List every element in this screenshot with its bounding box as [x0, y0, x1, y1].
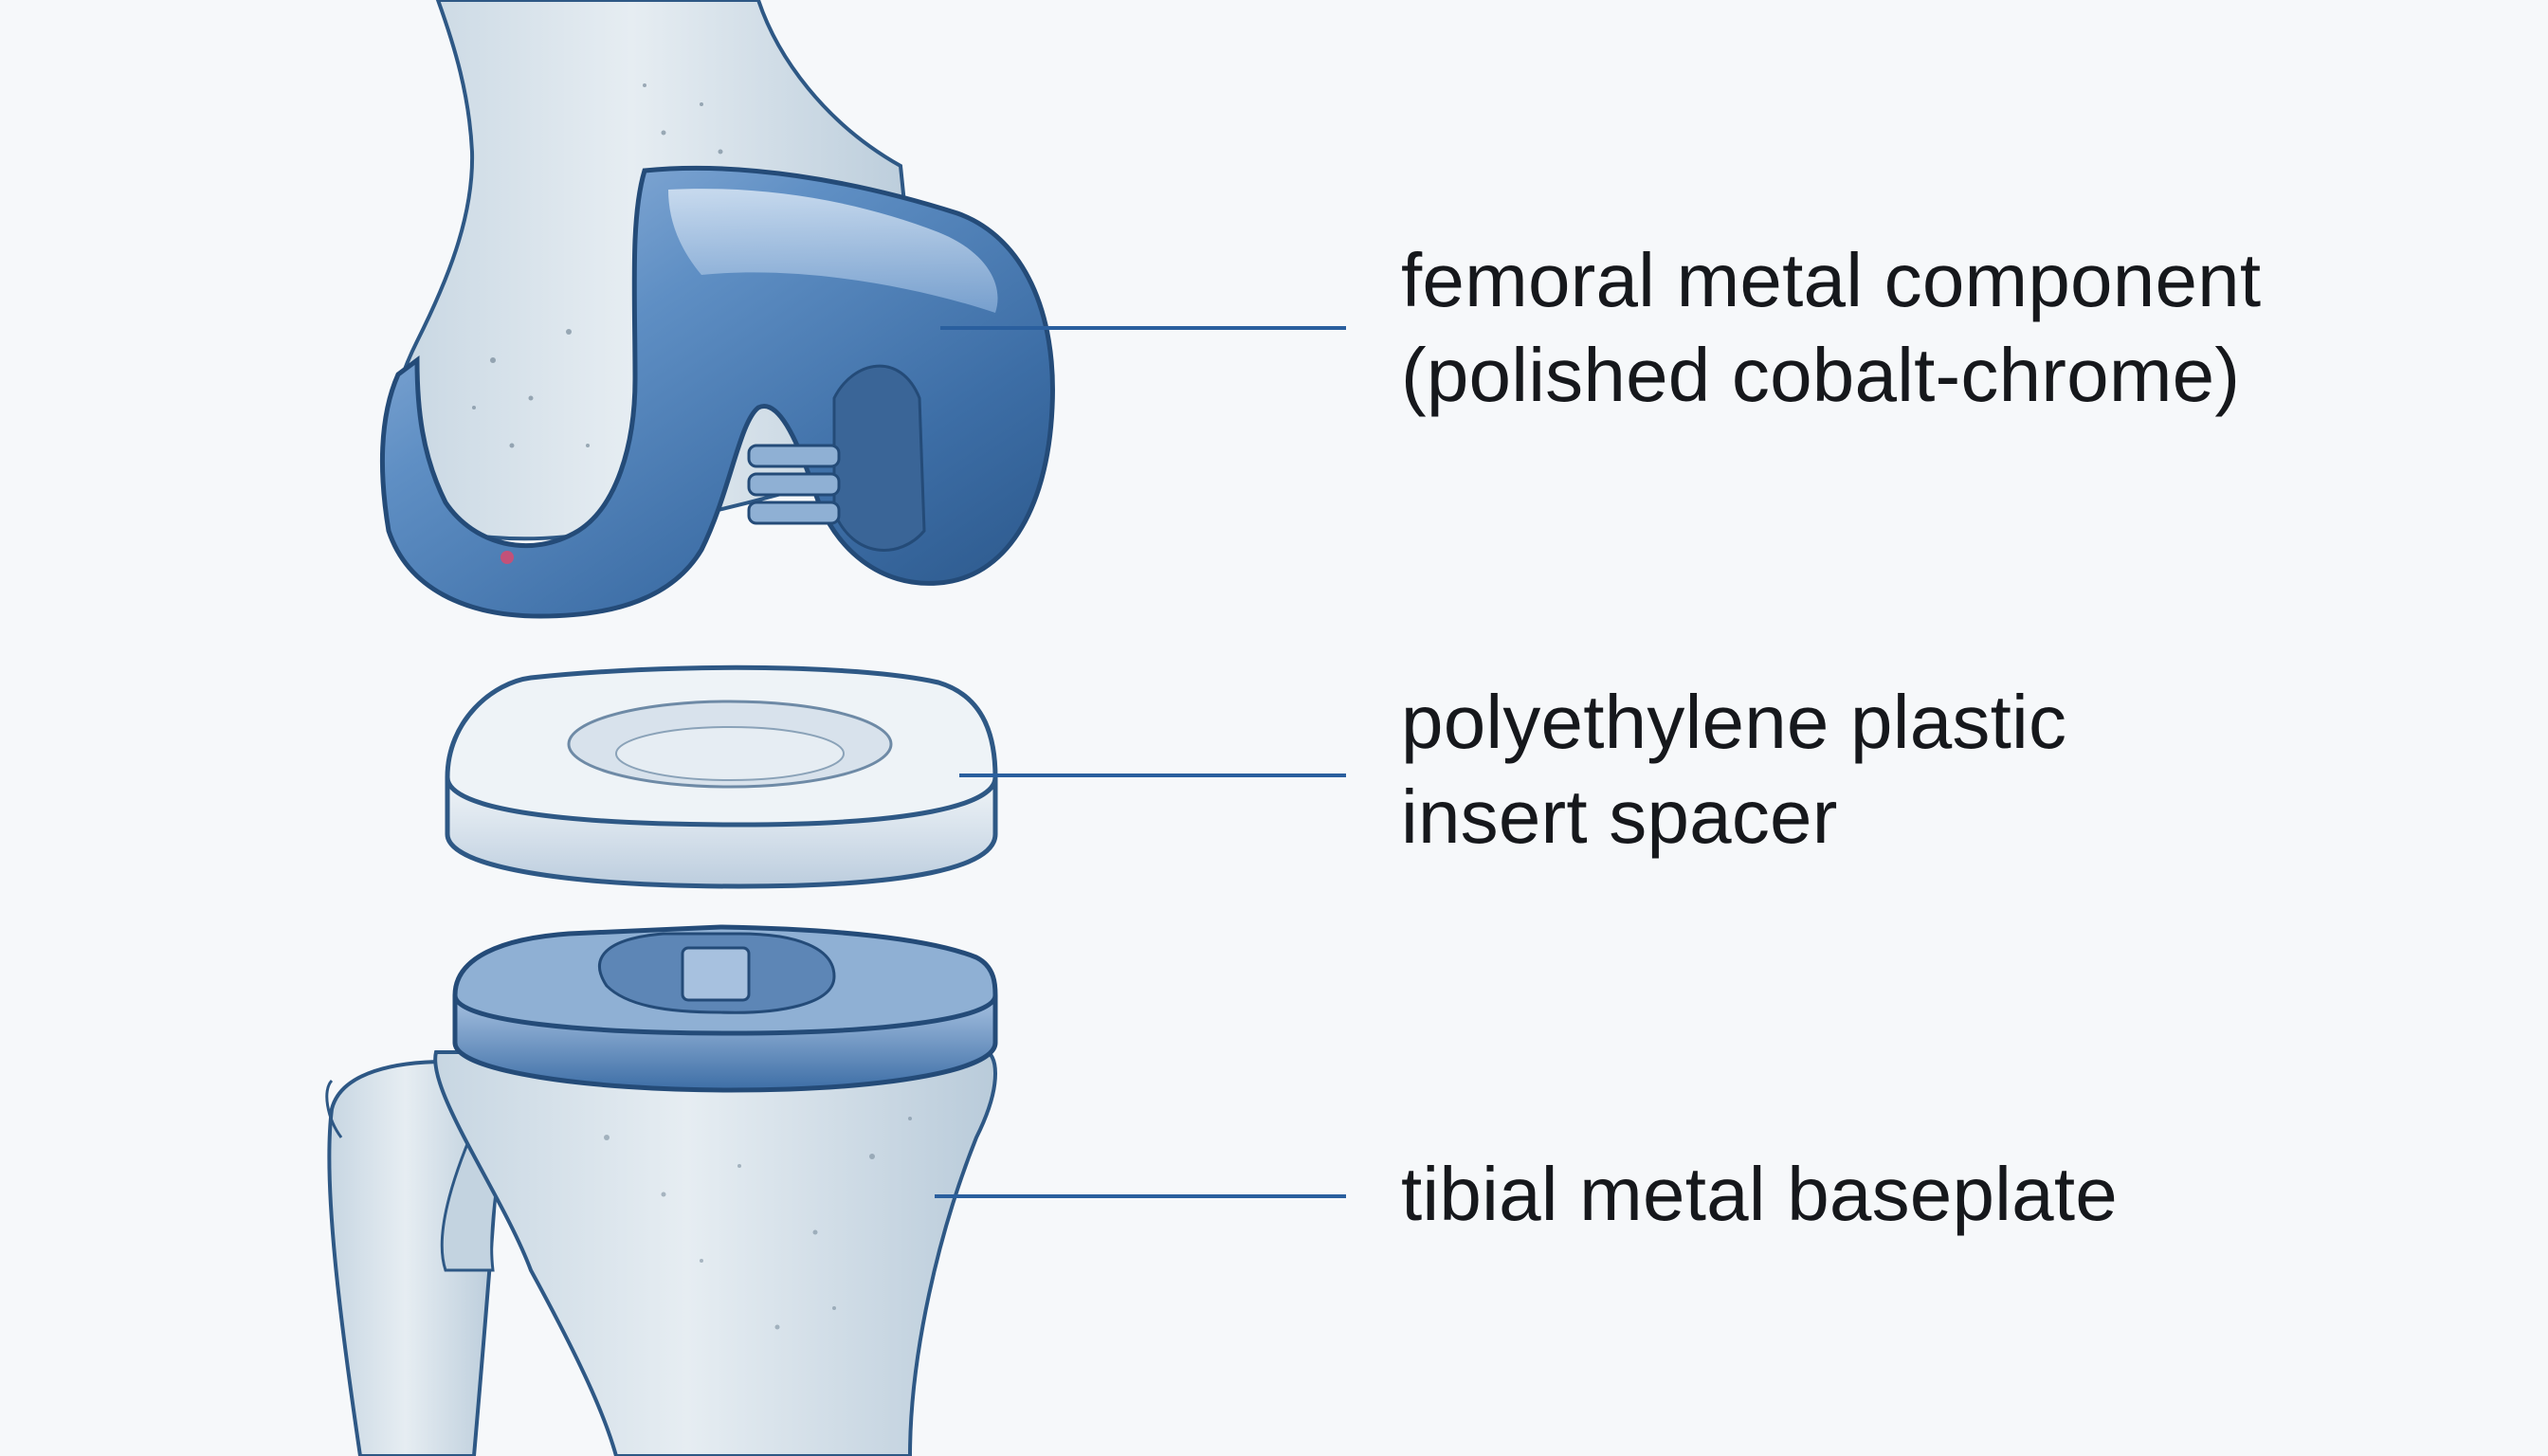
tibia-bone: [325, 1050, 997, 1456]
femoral-metal-component: [379, 165, 1055, 619]
label-insert-line-2: insert spacer: [1401, 774, 1838, 859]
label-femoral-line-1: femoral metal component: [1401, 238, 2262, 322]
label-femoral-line-2: (polished cobalt-chrome): [1401, 333, 2241, 417]
label-tibial-baseplate: tibial metal baseplate: [1401, 1147, 2491, 1242]
label-tibial-line-1: tibial metal baseplate: [1401, 1152, 2118, 1236]
polyethylene-insert: [445, 664, 998, 889]
label-insert-line-1: polyethylene plastic: [1401, 680, 2067, 764]
leader-lines: [935, 326, 1346, 1198]
tibial-metal-baseplate: [452, 924, 998, 1093]
label-polyethylene-insert: polyethylene plastic insert spacer: [1401, 675, 2491, 864]
label-femoral-component: femoral metal component (polished cobalt…: [1401, 233, 2491, 423]
